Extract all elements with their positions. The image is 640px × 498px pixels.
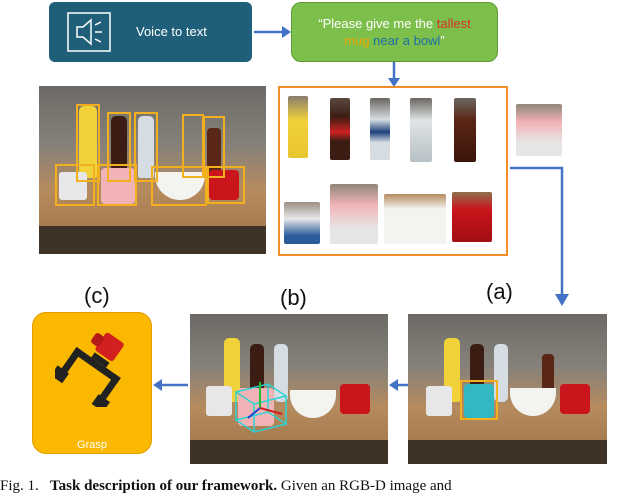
quote-part-0: “Please give me the <box>318 16 437 31</box>
caption-bold: Task description of our framework. <box>50 478 278 494</box>
crop-pink-mug <box>330 184 378 244</box>
speaker-icon <box>67 12 111 52</box>
voice-to-text-label: Voice to text <box>136 24 207 39</box>
detection-box <box>207 166 245 204</box>
caption-prefix: Fig. 1. <box>0 478 39 494</box>
crop-tea-bottle <box>454 98 476 162</box>
detection-box <box>151 166 207 206</box>
crop-cola-bottle <box>330 98 350 160</box>
arrow-down-1 <box>388 62 400 87</box>
label-c: (c) <box>84 283 110 308</box>
voice-to-text-box: Voice to text <box>49 2 252 62</box>
3d-bounding-box <box>234 382 288 433</box>
arrow-to-a <box>510 166 569 306</box>
selected-mug-crop <box>516 104 562 156</box>
crop-water-bottle-2 <box>410 98 432 162</box>
instruction-quote-box: “Please give me the tallest mug near a b… <box>291 2 498 62</box>
detection-box <box>55 164 95 206</box>
grasp-label: Grasp <box>77 439 107 451</box>
arrow-left-bc <box>153 379 188 391</box>
object-crops-frame <box>278 86 508 256</box>
quote-part-near-bowl: near a bowl <box>369 33 441 48</box>
scene-photo-detections <box>39 86 266 254</box>
quote-part-tallest: tallest <box>436 16 471 31</box>
arrow-right-1 <box>254 26 291 38</box>
detection-box <box>203 116 225 178</box>
label-b: (b) <box>280 285 307 310</box>
scene-photo-grounded <box>408 314 607 464</box>
gripper-mug-icon <box>55 332 124 407</box>
caption-rest: Given an RGB-D image and <box>277 478 452 494</box>
detection-box <box>134 112 158 182</box>
label-a: (a) <box>486 279 513 304</box>
arrow-left-ab <box>389 379 409 391</box>
figure-caption: Fig. 1. Task description of our framewor… <box>0 478 640 495</box>
crop-enamel-mug <box>284 202 320 244</box>
crop-yellow-bottle <box>288 96 308 158</box>
crop-red-mug <box>452 192 492 242</box>
quote-part-mug: mug <box>344 33 370 48</box>
scene-photo-3d-box <box>190 314 388 464</box>
crop-water-bottle <box>370 98 390 160</box>
crop-bowl <box>384 194 446 244</box>
grasp-box: Grasp <box>32 312 152 454</box>
grounded-mug-box <box>460 380 498 420</box>
detection-box <box>107 112 131 182</box>
detection-box <box>97 164 137 206</box>
detection-box <box>76 104 100 182</box>
quote-part-end: ” <box>440 33 445 48</box>
